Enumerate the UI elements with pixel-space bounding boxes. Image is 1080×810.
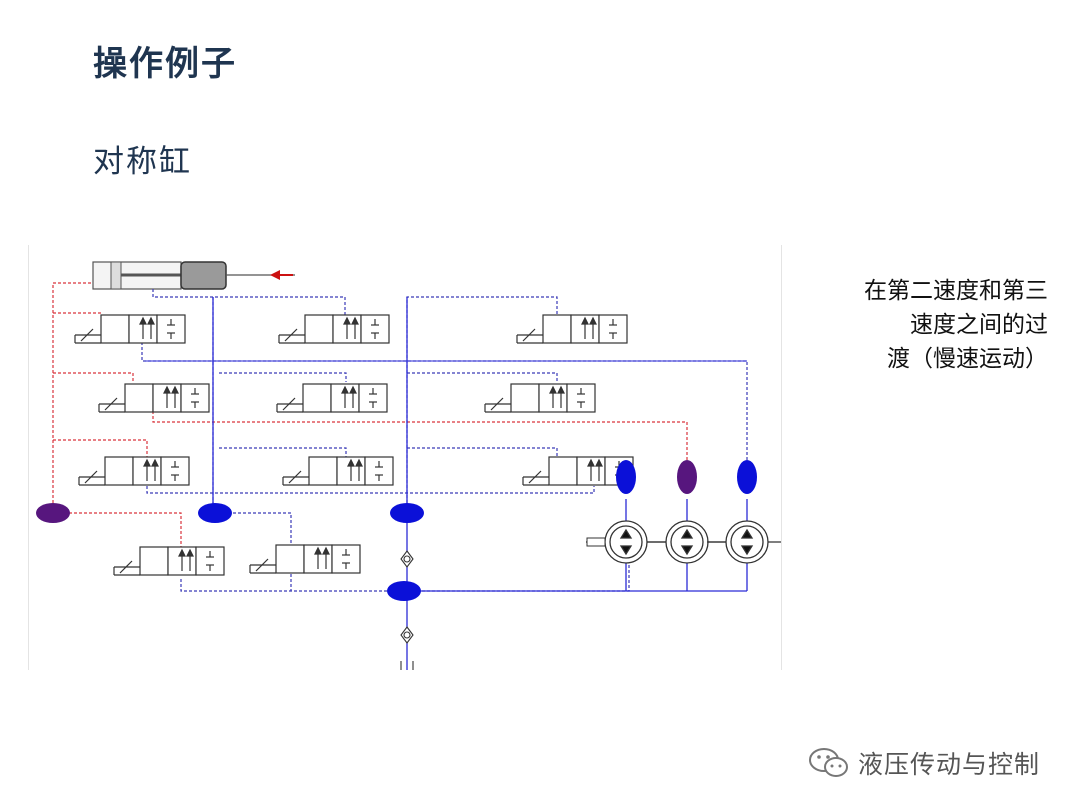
directional-valves (74, 314, 634, 576)
page-title: 操作例子 (93, 44, 237, 84)
load-arrow-icon (270, 270, 280, 280)
pressure-nodes (36, 460, 757, 601)
watermark-text: 液压传动与控制 (858, 750, 1041, 779)
page-subtitle: 对称缸 (93, 144, 192, 180)
circuit-svg (36, 261, 781, 670)
hydraulic-circuit-diagram (28, 245, 782, 670)
pump-units (585, 520, 781, 564)
caption-line: 速度之间的过 (910, 312, 1048, 338)
pilot-lines-red (52, 282, 688, 550)
caption-line: 渡（慢速运动） (887, 346, 1048, 372)
diagram-caption: 在第二速度和第三 速度之间的过 渡（慢速运动） (788, 274, 1048, 376)
supply-lines (145, 297, 748, 670)
caption-line: 在第二速度和第三 (864, 278, 1048, 304)
pilot-lines-blue (141, 289, 748, 592)
check-valves (400, 550, 414, 670)
cylinder (92, 261, 295, 290)
watermark: 液压传动与控制 (808, 742, 1040, 784)
wechat-icon (809, 748, 848, 777)
